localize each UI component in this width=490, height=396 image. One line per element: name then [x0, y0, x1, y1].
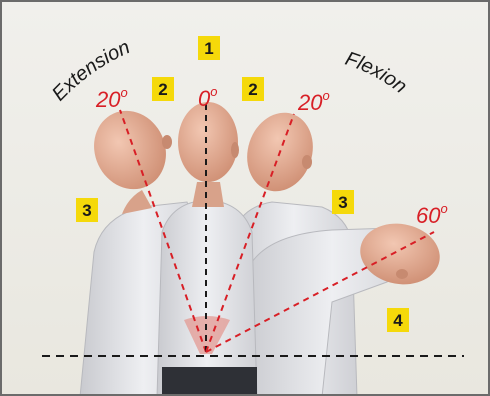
zone-badge-3-right: 3 [332, 190, 354, 214]
svg-text:4: 4 [393, 311, 403, 330]
label-flexion: Flexion [342, 48, 410, 98]
svg-text:1: 1 [204, 39, 213, 58]
svg-text:3: 3 [338, 193, 347, 212]
svg-text:2: 2 [248, 80, 257, 99]
zone-badge-2-left: 2 [152, 77, 174, 101]
zone-badge-2-right: 2 [242, 77, 264, 101]
angle-extension-20: 20o [95, 85, 128, 112]
angle-flexion-20: 20o [297, 88, 330, 115]
svg-text:2: 2 [158, 80, 167, 99]
zone-badge-1: 1 [198, 36, 220, 60]
zone-badge-4: 4 [387, 308, 409, 332]
angle-flexion-60: 60o [416, 201, 448, 228]
zone-badge-3-left: 3 [76, 198, 98, 222]
svg-text:3: 3 [82, 201, 91, 220]
